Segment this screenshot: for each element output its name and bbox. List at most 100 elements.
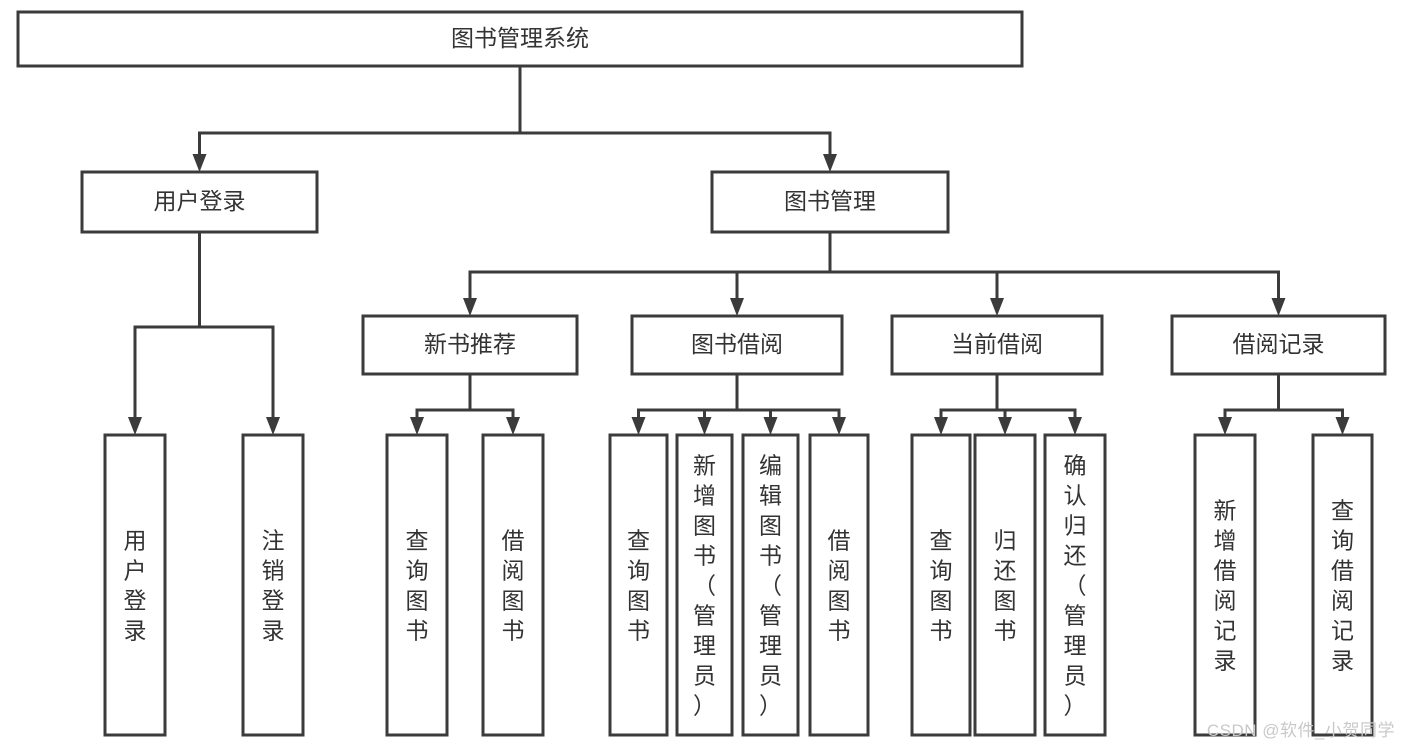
svg-text:管: 管 [693,602,716,628]
node-label: 图书管理系统 [451,25,589,51]
svg-text:新: 新 [693,452,716,478]
level3-node-3[interactable]: 借阅记录 [1170,314,1387,376]
svg-text:查: 查 [930,527,953,553]
node-label: 新书推荐 [424,331,516,357]
level3-node-1[interactable]: 图书借阅 [630,314,844,376]
node-label: 图书借阅 [691,331,783,357]
arrow-head-icon [832,417,846,435]
arrow-head-icon [410,417,424,435]
arrow-head-icon [1335,417,1350,435]
node-box [608,433,669,737]
root-node-图书管理系统[interactable]: 图书管理系统 [16,10,1024,68]
arrow-head-icon [1068,417,1082,435]
node-box [16,10,1024,68]
svg-text:管: 管 [1064,602,1087,628]
svg-text:询: 询 [406,557,429,583]
svg-text:还: 还 [994,557,1017,583]
level3-node-2[interactable]: 当前借阅 [890,314,1104,376]
level2-node-0[interactable]: 用户登录 [80,170,319,234]
svg-text:阅: 阅 [828,557,851,583]
svg-text:书: 书 [828,617,851,643]
svg-text:查: 查 [627,527,650,553]
node-box [481,433,545,737]
node-label: 用户登录 [124,527,147,643]
leaf-node-0[interactable]: 用户登录 [103,433,167,737]
svg-text:归: 归 [994,527,1017,553]
arrow-head-icon [730,298,744,316]
svg-text:书: 书 [759,542,782,568]
svg-text:阅: 阅 [1214,587,1237,613]
svg-text:）: ） [693,692,716,718]
node-box [1170,314,1387,376]
svg-text:借: 借 [502,527,525,553]
node-box [910,433,972,737]
node-box [361,314,579,376]
svg-text:书: 书 [930,617,953,643]
svg-text:录: 录 [1331,647,1354,673]
arrow-head-icon [266,417,280,435]
node-box [1311,433,1374,737]
arrow-head-icon [1218,417,1232,435]
svg-text:增: 增 [1214,527,1237,553]
svg-text:理: 理 [693,632,716,658]
svg-text:阅: 阅 [502,557,525,583]
svg-text:书: 书 [406,617,429,643]
svg-text:新: 新 [1214,497,1237,523]
svg-text:记: 记 [1331,617,1354,643]
svg-text:录: 录 [262,617,285,643]
arrow-head-icon [763,417,778,435]
svg-text:（: （ [693,572,716,598]
node-box [1193,433,1257,737]
arrow-head-icon [990,298,1004,316]
svg-text:询: 询 [930,557,953,583]
svg-text:户: 户 [124,557,147,583]
svg-text:图: 图 [759,512,782,538]
svg-text:图: 图 [828,587,851,613]
arrow-head-icon [998,417,1012,435]
node-box [630,314,844,376]
svg-text:员: 员 [759,662,782,688]
svg-text:图: 图 [627,587,650,613]
svg-text:归: 归 [1064,512,1087,538]
svg-text:员: 员 [1064,662,1087,688]
svg-text:用: 用 [124,527,147,553]
arrow-head-icon [506,417,520,435]
svg-text:）: ） [759,692,782,718]
svg-text:还: 还 [1064,542,1087,568]
node-label: 当前借阅 [951,331,1043,357]
level2-node-1[interactable]: 图书管理 [710,170,950,234]
node-label: 图书管理 [784,188,876,214]
arrow-head-icon [463,298,477,316]
arrow-head-icon [697,417,712,435]
svg-text:录: 录 [124,617,147,643]
node-box [1043,433,1107,737]
arrow-head-icon [934,417,948,435]
svg-text:记: 记 [1214,617,1237,643]
level3-node-0[interactable]: 新书推荐 [361,314,579,376]
svg-text:图: 图 [693,512,716,538]
svg-text:书: 书 [502,617,525,643]
svg-text:销: 销 [262,557,285,583]
svg-text:登: 登 [124,587,147,613]
svg-text:确: 确 [1064,452,1087,478]
node-box [675,433,734,737]
